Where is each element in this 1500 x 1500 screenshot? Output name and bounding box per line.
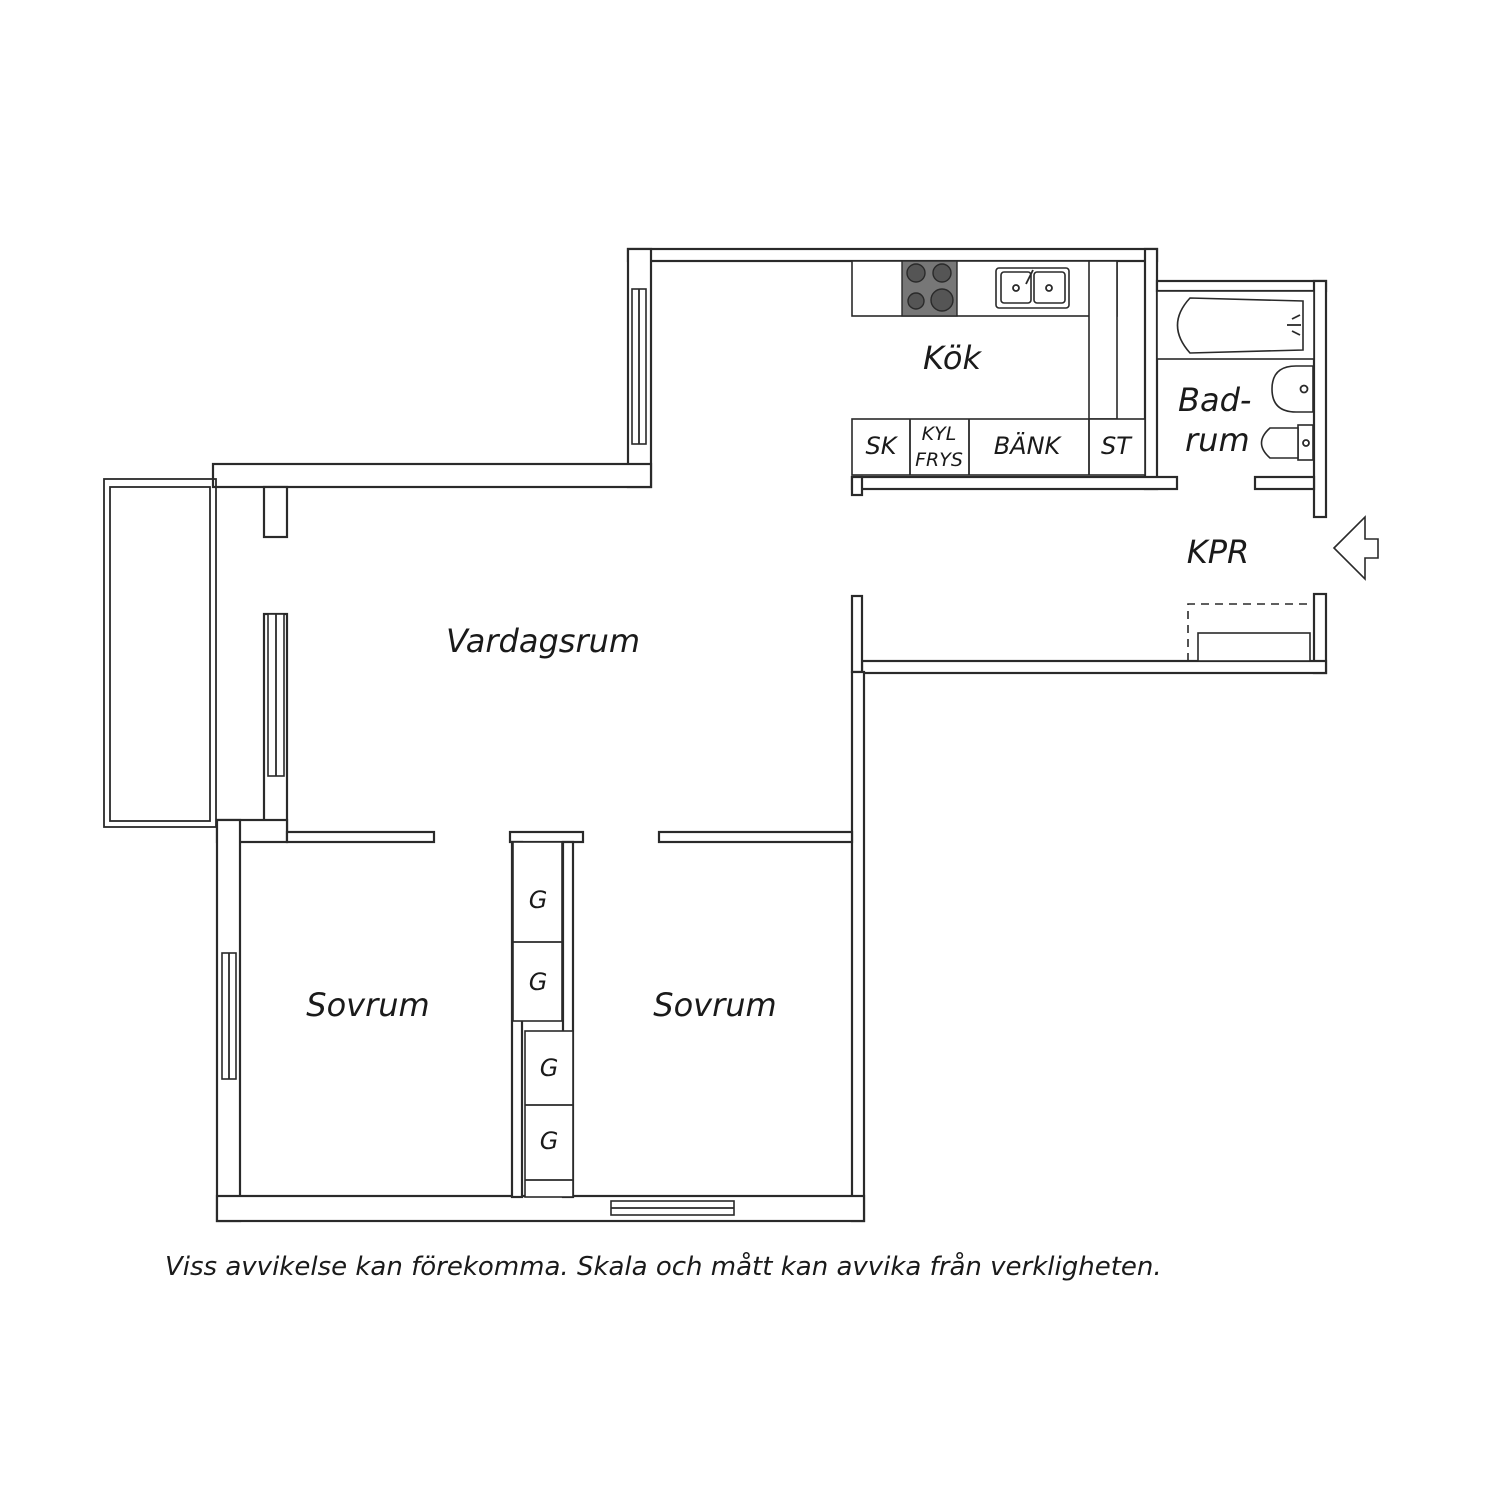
wall-living-column	[262, 485, 289, 539]
wardrobe-label: G	[529, 886, 548, 914]
wall-kitchen-stub	[850, 475, 864, 497]
counter-bottom	[851, 418, 1146, 476]
wardrobe-block-upper	[512, 841, 563, 1022]
entrance-arrow-icon	[1332, 515, 1379, 581]
wardrobes	[512, 841, 574, 1198]
room-label-living: Vardagsrum	[446, 622, 640, 660]
room-label-kitchen: Kök	[923, 339, 982, 377]
bathtub-icon	[1176, 297, 1304, 354]
hall-shelf	[1197, 632, 1311, 662]
kitchen-counters	[851, 260, 1146, 476]
wall-hall-bottom	[860, 659, 1328, 675]
wall-bedroom-top-mid	[508, 830, 585, 844]
wall-kitchen-top	[626, 247, 1159, 263]
wall-bedroom-top-left	[285, 830, 436, 844]
room-label-bath-line2: rum	[1185, 421, 1250, 459]
room-label-bath-line1: Bad-	[1178, 381, 1251, 419]
wall-hall-left-stub	[850, 594, 864, 674]
room-label-bedroom-right: Sovrum	[653, 986, 776, 1024]
bathroom-fixtures	[1156, 290, 1315, 477]
wardrobe-label: G	[540, 1127, 559, 1155]
windows	[221, 288, 735, 1216]
balcony-outer	[103, 478, 217, 828]
wall-bedroom-top-right	[657, 830, 854, 844]
wardrobe-label: G	[529, 968, 548, 996]
kitchen-unit-kyl: KYL	[922, 423, 957, 445]
walls	[103, 247, 1328, 1223]
sink-icon	[995, 267, 1070, 309]
room-label-hall: KPR	[1187, 533, 1250, 571]
room-label-bedroom-left: Sovrum	[306, 986, 429, 1024]
wall-living-right	[850, 670, 866, 1223]
kitchen-unit-frys: FRYS	[915, 449, 963, 471]
hall-dashed-area	[1187, 603, 1314, 661]
counter-right	[1088, 260, 1118, 420]
wardrobe-label: G	[540, 1054, 559, 1082]
kitchen-unit-st: ST	[1101, 432, 1133, 460]
wardrobe-block-lower	[524, 1030, 574, 1198]
wall-bedroom-bottom	[215, 1194, 866, 1223]
toilet-icon	[1260, 424, 1314, 461]
kitchen-unit-bank: BÄNK	[994, 431, 1063, 460]
counter-top	[851, 260, 1118, 317]
wall-kitchen-right	[1143, 247, 1159, 491]
kitchen-unit-sk: SK	[866, 432, 899, 460]
hall-fixtures	[1187, 603, 1314, 662]
balcony-inner	[109, 486, 211, 822]
wall-bath-top	[1155, 279, 1328, 293]
wall-kitchen-bottom	[850, 475, 1179, 491]
wall-bath-right	[1312, 279, 1328, 519]
wall-bath-bottom	[1253, 475, 1316, 491]
washbasin-icon	[1271, 365, 1314, 413]
disclaimer-text: Viss avvikelse kan förekomma. Skala och …	[165, 1252, 1162, 1282]
stove-icon	[901, 260, 958, 317]
wall-living-top	[211, 462, 653, 489]
